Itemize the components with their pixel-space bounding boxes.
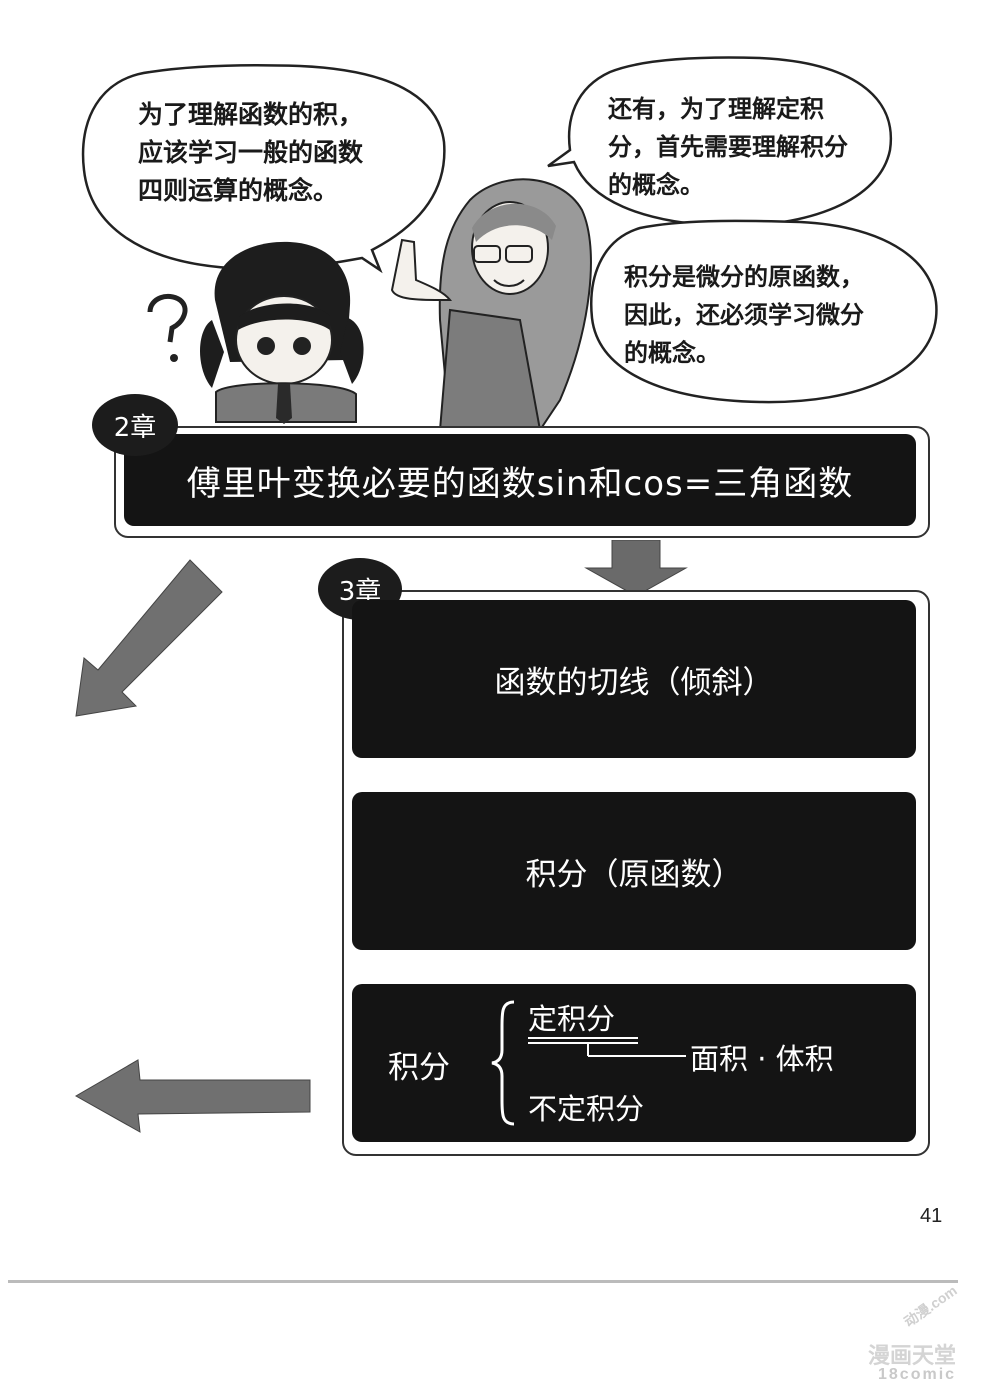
diagonal-arrow-icon xyxy=(75,559,223,717)
down-arrow-icon xyxy=(584,540,688,597)
chapter2-tab: 2章 xyxy=(92,394,178,456)
connector-line xyxy=(528,1037,686,1057)
watermark-site: 动漫.com xyxy=(900,1282,960,1330)
definite-integral-label: 定积分 xyxy=(528,1002,616,1036)
bubble-line: 的概念。 xyxy=(624,339,720,367)
bubble-line: 分，首先需要理解积分 xyxy=(608,133,848,161)
bubble-line: 为了理解函数的积， xyxy=(138,100,364,129)
bubble-line: 的概念。 xyxy=(608,171,704,199)
bubble-line: 因此，还必须学习微分 xyxy=(624,301,864,329)
bubble-line: 积分是微分的原函数， xyxy=(624,263,864,291)
teacher-woman-illustration xyxy=(390,178,592,431)
student-girl-illustration xyxy=(200,241,364,424)
question-mark-icon xyxy=(147,294,188,362)
left-speech-bubble xyxy=(81,64,446,274)
integral-box: 积分（原函数） xyxy=(352,792,916,950)
tangent-label: 函数的切线（倾斜） xyxy=(494,664,774,701)
watermark-title: 漫画天堂 xyxy=(868,1343,957,1368)
integral-types-box: 积分 定积分 面积 · 体积 不定积分 xyxy=(352,984,916,1142)
area-volume-label: 面积 · 体积 xyxy=(690,1042,834,1076)
chapter2-tab-label: 2章 xyxy=(113,412,157,443)
bubble-line: 应该学习一般的函数 xyxy=(138,138,364,167)
integral-types-label: 积分 xyxy=(388,1050,450,1086)
chapter2-title: 傅里叶变换必要的函数sin和cos=三角函数 xyxy=(186,463,854,504)
bubble-line: 还有，为了理解定积 xyxy=(608,95,824,123)
brace-icon xyxy=(491,1000,515,1126)
tangent-box: 函数的切线（倾斜） xyxy=(352,600,916,758)
left-arrow-icon xyxy=(74,1059,311,1133)
right-top-speech-bubble xyxy=(547,56,893,228)
integral-label: 积分（原函数） xyxy=(525,856,743,893)
chapter2-title-box: 傅里叶变换必要的函数sin和cos=三角函数 xyxy=(124,434,916,526)
left-bubble-text: 为了理解函数的积， 应该学习一般的函数 四则运算的概念。 xyxy=(138,96,363,210)
right-bottom-speech-bubble xyxy=(590,219,938,404)
page-number: 41 xyxy=(920,1205,943,1227)
bubble-line: 四则运算的概念。 xyxy=(138,176,339,205)
watermark-subtitle: 18comic xyxy=(878,1366,957,1383)
footer-rule xyxy=(8,1280,958,1283)
right-bottom-bubble-text: 积分是微分的原函数， 因此，还必须学习微分 的概念。 xyxy=(624,258,864,372)
indefinite-integral-label: 不定积分 xyxy=(528,1092,645,1126)
arrow-layer xyxy=(74,540,688,1133)
bubble-shapes xyxy=(81,56,938,431)
right-top-bubble-text: 还有，为了理解定积 分，首先需要理解积分 的概念。 xyxy=(608,90,848,204)
